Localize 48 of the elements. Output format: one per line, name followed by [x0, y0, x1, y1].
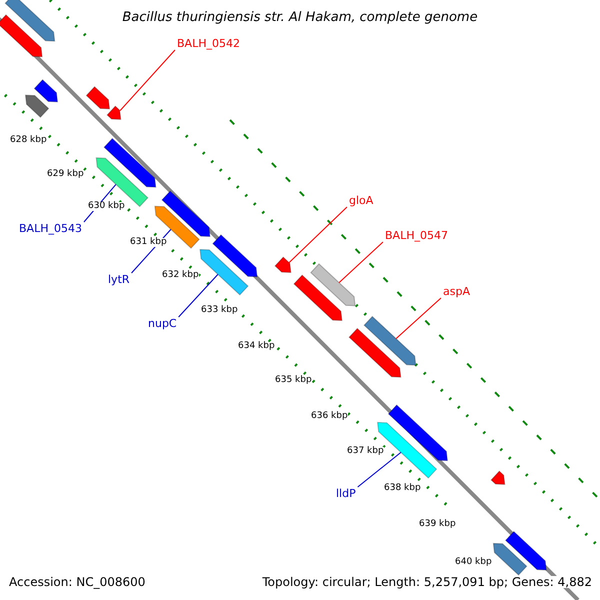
- gene-label: lldP: [336, 488, 356, 499]
- gene-label: BALH_0542: [177, 38, 240, 49]
- scale-label: 632 kbp: [162, 271, 199, 280]
- gene-label: lytR: [108, 274, 130, 285]
- gene-bar: [200, 249, 249, 296]
- gene-bar: [388, 404, 448, 462]
- gene-bar: [504, 530, 547, 571]
- scale-label: 631 kbp: [130, 238, 167, 247]
- scale-label: 635 kbp: [275, 376, 312, 385]
- gene-bar: [161, 190, 210, 237]
- leader-line: [178, 274, 218, 318]
- gene-label: BALH_0543: [19, 223, 82, 234]
- gene-bar: [86, 86, 110, 110]
- gene-bar: [4, 0, 56, 42]
- scale-label: 639 kbp: [419, 520, 456, 529]
- gene-label: gloA: [349, 195, 374, 206]
- gene-label: aspA: [443, 286, 470, 297]
- scale-label: 636 kbp: [311, 412, 348, 421]
- scale-label: 629 kbp: [47, 170, 84, 179]
- gene-bar: [293, 274, 342, 321]
- scale-label: 637 kbp: [347, 447, 384, 456]
- scale-label: 633 kbp: [201, 306, 238, 315]
- gene-bar: [274, 256, 292, 273]
- leader-line: [396, 298, 442, 340]
- leader-line: [338, 242, 384, 284]
- scale-label: 638 kbp: [384, 484, 421, 493]
- gene-bar: [490, 470, 506, 485]
- gene-bar: [103, 138, 156, 188]
- gene-label: BALH_0547: [385, 230, 448, 241]
- leader-line: [288, 206, 348, 264]
- genome-summary-text: Topology: circular; Length: 5,257,091 bp; Genes: 4,882: [262, 576, 592, 588]
- gene-bar: [0, 14, 43, 58]
- scale-label: 630 kbp: [88, 202, 125, 211]
- leader-line: [357, 452, 402, 488]
- leader-line: [120, 50, 176, 112]
- gene-bar: [24, 94, 50, 118]
- scale-label: 628 kbp: [10, 136, 47, 145]
- scale-label: 640 kbp: [455, 558, 492, 567]
- gene-bar: [363, 316, 416, 366]
- gene-bar: [34, 79, 58, 102]
- title: Bacillus thuringiensis str. Al Hakam, complete genome: [121, 11, 479, 24]
- gene-bar: [106, 105, 122, 120]
- accession-text: Accession: NC_008600: [9, 576, 146, 588]
- gene-bar: [348, 328, 402, 378]
- gene-label: nupC: [148, 318, 177, 329]
- gene-bar: [310, 263, 356, 306]
- scale-label: 634 kbp: [238, 342, 275, 351]
- gene-bar: [212, 234, 258, 278]
